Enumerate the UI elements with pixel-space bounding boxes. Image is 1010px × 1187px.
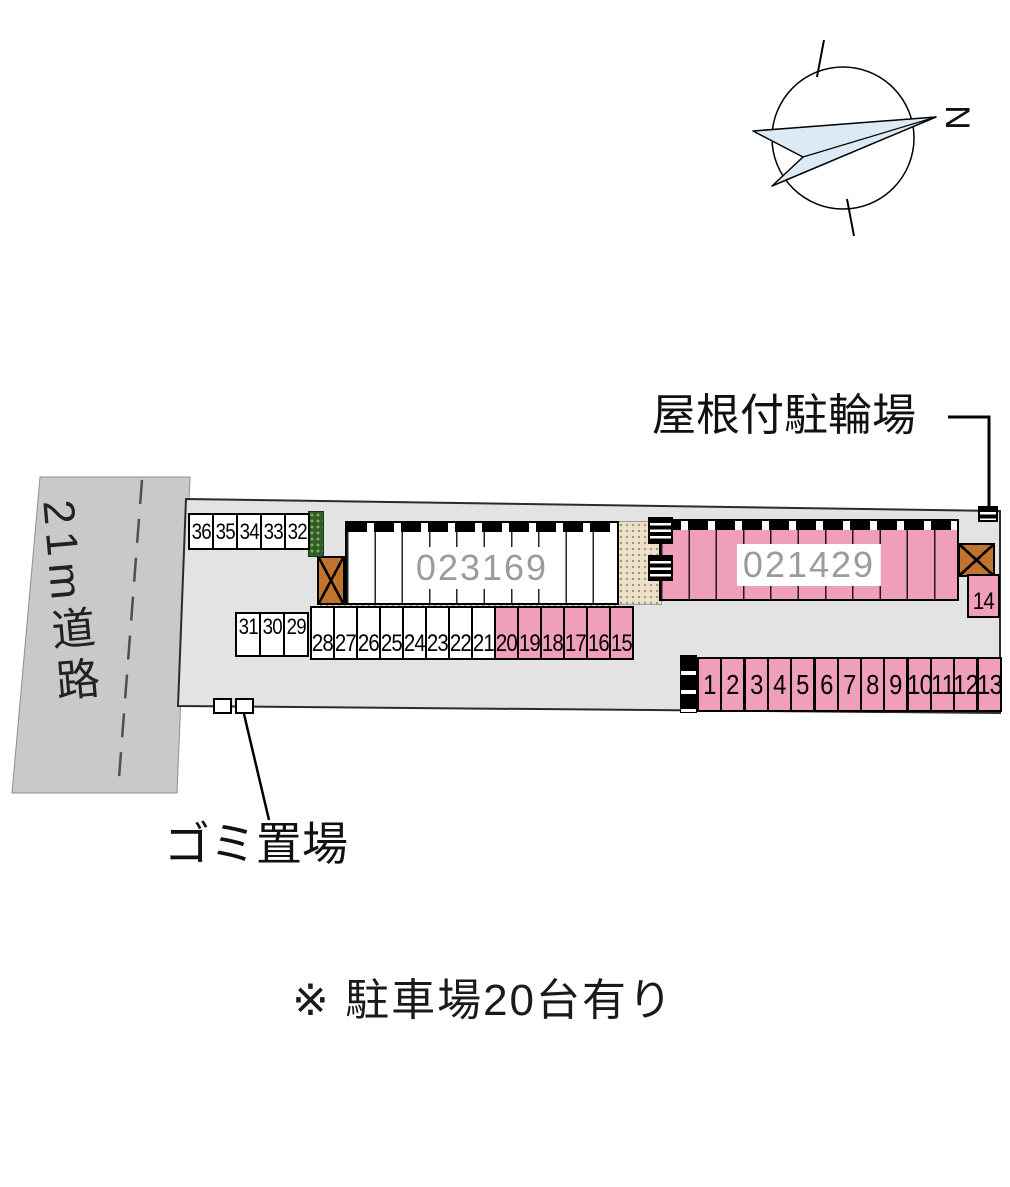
- parking-space-number: 29: [286, 614, 306, 639]
- parking-space-number: 18: [542, 630, 564, 657]
- garbage-box: [235, 698, 254, 714]
- parking-space-number: 25: [381, 630, 403, 657]
- parking-space-number: 35: [215, 518, 235, 544]
- parking-space-number: 9: [889, 668, 902, 700]
- parking-space-32: 32: [284, 513, 310, 550]
- parking-space-number: 2: [726, 668, 739, 700]
- parking-space-6: 6: [814, 657, 839, 712]
- parking-space-36: 36: [188, 513, 214, 550]
- parking-space-number: 6: [820, 668, 833, 700]
- parking-space-17: 17: [563, 606, 588, 660]
- parking-space-7: 7: [837, 657, 862, 712]
- corner-structure-icon: [978, 506, 998, 522]
- parking-space-35: 35: [212, 513, 238, 550]
- covered-bicycle-parking-box: [958, 543, 995, 577]
- parking-space-4: 4: [767, 657, 792, 712]
- parking-space-16: 16: [586, 606, 611, 660]
- entrance-stairs-icon: [648, 517, 673, 544]
- parking-space-number: 16: [588, 630, 610, 657]
- parking-space-number: 4: [773, 668, 786, 700]
- parking-space-23: 23: [425, 606, 450, 660]
- parking-space-27: 27: [333, 606, 358, 660]
- parking-space-31: 31: [235, 612, 261, 657]
- compass-needle-fold: [802, 116, 937, 158]
- parking-space-number: 20: [496, 630, 518, 657]
- parking-space-number: 31: [238, 614, 258, 639]
- parking-space-24: 24: [402, 606, 427, 660]
- parking-space-18: 18: [540, 606, 565, 660]
- parking-space-12: 12: [953, 657, 978, 712]
- entrance-stairs-icon: [648, 555, 673, 581]
- parking-space-number: 27: [335, 630, 357, 657]
- parking-space-34: 34: [236, 513, 262, 550]
- parking-space-number: 21: [473, 630, 495, 657]
- parking-space-29: 29: [283, 612, 309, 657]
- parking-space-number: 30: [262, 614, 282, 639]
- bicycle-parking-label: 屋根付駐輪場: [652, 391, 916, 440]
- parking-space-number: 24: [404, 630, 426, 657]
- compass-north-label: N: [937, 105, 976, 130]
- road-centerline: [116, 479, 144, 792]
- parking-space-26: 26: [356, 606, 381, 660]
- parking-space-number: 14: [972, 588, 995, 615]
- compass-tick-bottom: [846, 198, 855, 237]
- road-shape: [11, 476, 191, 794]
- parking-space-10: 10: [907, 657, 932, 712]
- parking-space-25: 25: [379, 606, 404, 660]
- garbage-box: [213, 698, 232, 714]
- parking-space-number: 12: [953, 668, 978, 700]
- parking-space-15: 15: [609, 606, 634, 660]
- parking-space-2: 2: [720, 657, 745, 712]
- parking-space-number: 7: [843, 668, 856, 700]
- parking-space-33: 33: [260, 513, 286, 550]
- parking-space-11: 11: [930, 657, 955, 712]
- parking-space-number: 15: [611, 630, 633, 657]
- parking-space-28: 28: [310, 606, 335, 660]
- garbage-pointer: [242, 713, 271, 821]
- balcony-band: [661, 521, 957, 530]
- parking-space-13: 13: [977, 657, 1002, 712]
- garbage-label: ゴミ置場: [164, 818, 348, 870]
- parking-space-number: 33: [263, 518, 283, 544]
- parking-space-8: 8: [860, 657, 885, 712]
- planting-strip: [308, 511, 324, 557]
- parking-space-20: 20: [494, 606, 519, 660]
- parking-space-22: 22: [448, 606, 473, 660]
- building-code: 021429: [736, 543, 882, 586]
- parking-space-19: 19: [517, 606, 542, 660]
- parking-space-number: 8: [866, 668, 879, 700]
- parking-space-number: 36: [191, 518, 211, 544]
- parking-space-number: 13: [977, 668, 1002, 700]
- building-code: 023169: [409, 546, 555, 589]
- parking-space-5: 5: [790, 657, 815, 712]
- stairs-hatch-box: [317, 556, 345, 605]
- parking-space-3: 3: [744, 657, 769, 712]
- boundary-wall: [680, 655, 697, 713]
- parking-space-1: 1: [697, 657, 722, 712]
- parking-space-number: 28: [312, 630, 334, 657]
- parking-space-number: 3: [750, 668, 763, 700]
- parking-space-30: 30: [259, 612, 285, 657]
- parking-space-number: 34: [239, 518, 259, 544]
- parking-space-number: 32: [287, 518, 307, 544]
- parking-space-number: 22: [450, 630, 472, 657]
- parking-space-14: 14: [967, 574, 1000, 618]
- parking-space-number: 11: [930, 668, 955, 700]
- parking-space-number: 5: [796, 668, 809, 700]
- building-023169: 023169: [345, 521, 619, 605]
- parking-space-number: 23: [427, 630, 449, 657]
- compass-tick-top: [816, 39, 825, 78]
- parking-space-9: 9: [883, 657, 908, 712]
- compass-needle: [752, 116, 937, 187]
- parking-space-21: 21: [471, 606, 496, 660]
- parking-space-number: 10: [907, 668, 932, 700]
- balcony-band: [347, 523, 617, 532]
- parking-count-note: ※ 駐車場20台有り: [292, 976, 675, 1025]
- bicycle-parking-pointer: [948, 415, 991, 509]
- building-021429: 021429: [659, 519, 959, 601]
- parking-space-number: 19: [519, 630, 541, 657]
- parking-space-number: 1: [703, 668, 716, 700]
- parking-space-number: 26: [358, 630, 380, 657]
- parking-space-number: 17: [565, 630, 587, 657]
